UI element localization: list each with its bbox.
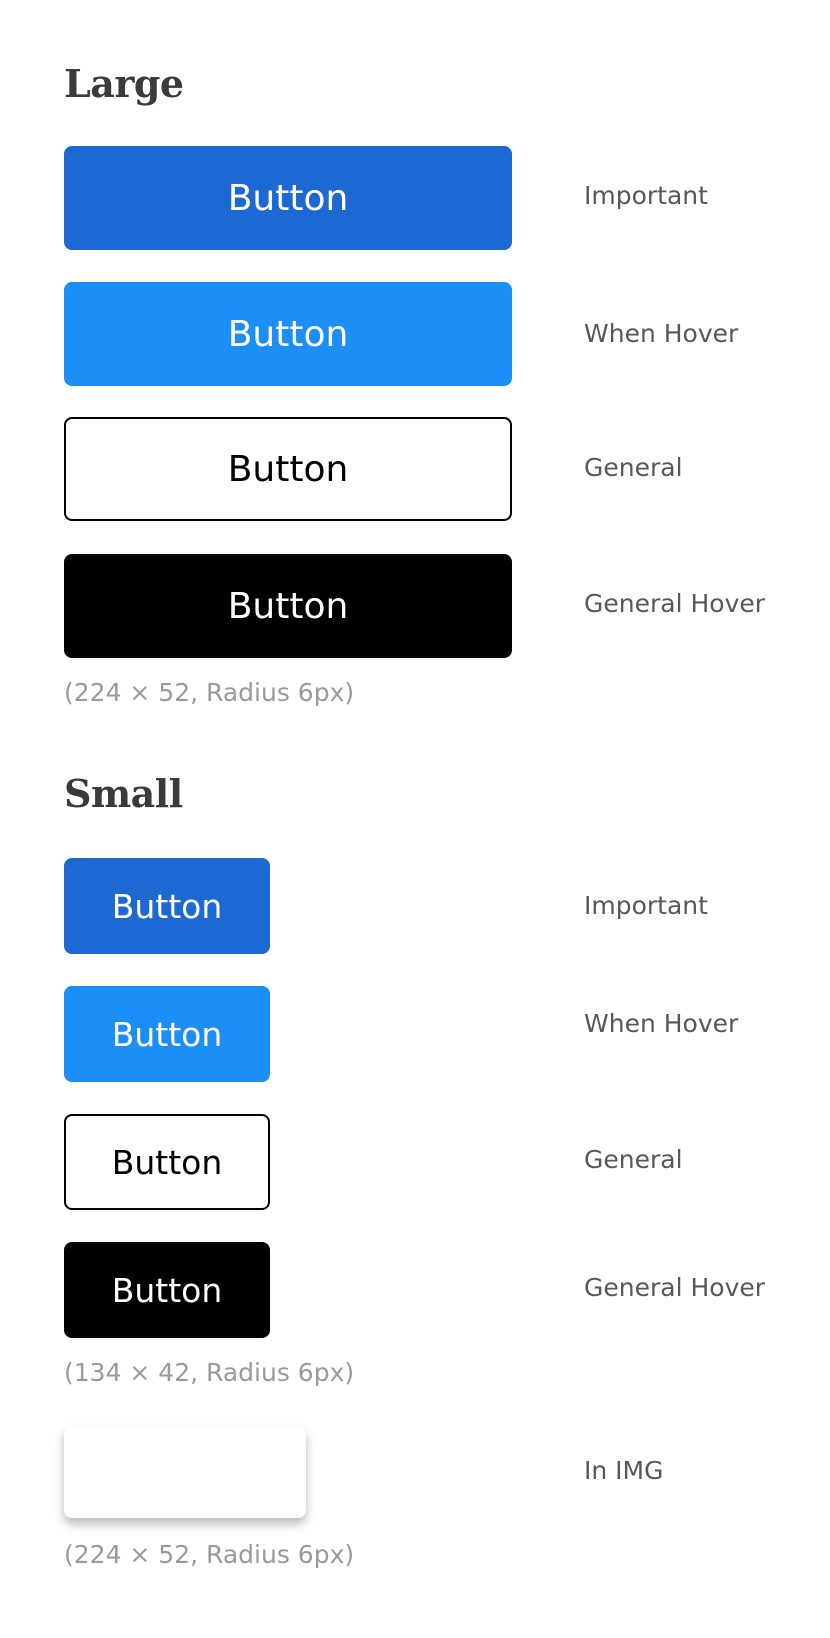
small-general-button[interactable]: Button bbox=[64, 1114, 270, 1210]
large-hover-button[interactable]: Button bbox=[64, 282, 512, 386]
small-general-hover-button[interactable]: Button bbox=[64, 1242, 270, 1338]
large-spec-note: (224 × 52, Radius 6px) bbox=[64, 678, 355, 707]
large-important-button[interactable]: Button bbox=[64, 146, 512, 250]
section-title-large: Large bbox=[64, 61, 184, 106]
small-general-hover-label: General Hover bbox=[584, 1273, 766, 1302]
in-img-spec-note: (224 × 52, Radius 6px) bbox=[64, 1540, 355, 1569]
large-hover-label: When Hover bbox=[584, 319, 739, 348]
large-important-label: Important bbox=[584, 181, 708, 210]
in-img-label: In IMG bbox=[584, 1456, 664, 1485]
small-spec-note: (134 × 42, Radius 6px) bbox=[64, 1358, 355, 1387]
large-general-button[interactable]: Button bbox=[64, 417, 512, 521]
small-important-label: Important bbox=[584, 891, 708, 920]
large-general-hover-label: General Hover bbox=[584, 589, 766, 618]
in-img-button[interactable] bbox=[64, 1426, 306, 1518]
small-hover-button[interactable]: Button bbox=[64, 986, 270, 1082]
small-important-button[interactable]: Button bbox=[64, 858, 270, 954]
small-hover-label: When Hover bbox=[584, 1009, 739, 1038]
large-general-hover-button[interactable]: Button bbox=[64, 554, 512, 658]
large-general-label: General bbox=[584, 453, 683, 482]
small-general-label: General bbox=[584, 1145, 683, 1174]
section-title-small: Small bbox=[64, 771, 183, 816]
